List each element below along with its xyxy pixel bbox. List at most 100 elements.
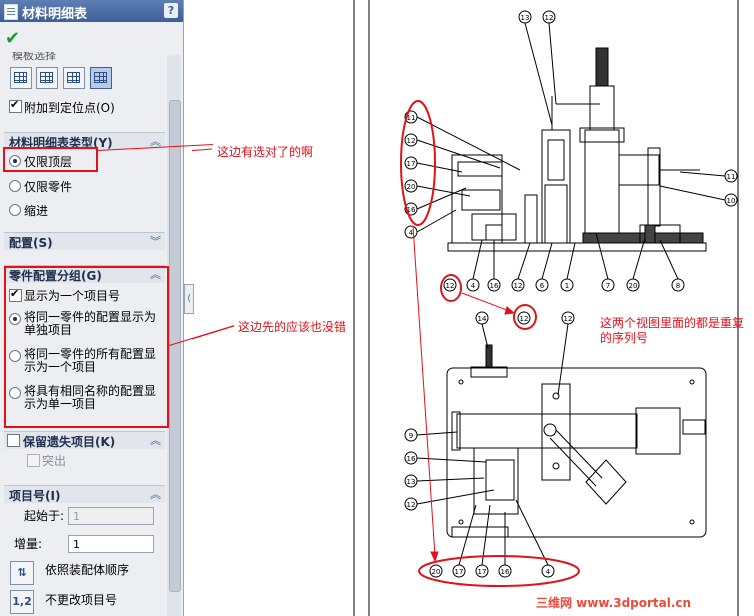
annotation-label-2: 这边先的应该也没错 [238,320,347,334]
bom-property-panel: 材料明细表 ? ✔ 模板选择 ✔ 附加到定位点(O) 材料明细表类型(Y) ︽ … [0,0,184,616]
option-config-same-name: 将具有相同名称的配置显示为单一项目 [24,384,157,411]
balloon: 9 [404,428,418,442]
bom-type-section-header[interactable]: 材料明细表类型(Y) ︽ [4,132,165,150]
configuration-section-header[interactable]: 配置(S) ︾ [4,232,165,250]
highlight-box-part-config [4,266,169,428]
panel-collapse-grip[interactable]: ⟨ [184,284,194,314]
collapse-icon: ︽ [150,434,161,447]
leader-line [517,242,531,280]
top-balloons: 13 12 11 12 17 20 16 4 12 4 16 12 6 1 7 … [404,10,738,292]
balloon: 12 [511,278,525,292]
leader-line [541,242,553,280]
increment-field[interactable]: 1 [68,535,154,553]
leader-line [481,323,489,349]
display-as-one-item-checkbox[interactable]: ✔ [9,287,22,302]
attach-anchor-checkbox[interactable]: ✔ [9,98,22,113]
radio-parts-only[interactable] [9,180,21,192]
start-at-field[interactable]: 1 [68,507,154,525]
strikeout-label: 突出 [42,454,67,468]
svg-text:16: 16 [407,455,416,463]
leader-line [659,239,679,280]
ok-check-button[interactable]: ✔ [5,28,21,49]
leader-line [416,431,458,436]
leader-line [548,22,557,105]
leader-line [515,499,549,566]
option-parts-only: 仅限零件 [24,180,73,194]
table-grid-icon [14,72,27,83]
balloon: 12 [561,311,575,325]
table-template-button-3[interactable] [63,67,85,89]
collapse-icon: ︽ [150,488,161,501]
part-config-section-header[interactable]: 零件配置分组(G) ︽ [4,265,165,283]
radio-config-one-item[interactable] [9,350,21,362]
radio-top-level-only[interactable] [9,155,21,167]
table-grid-icon [94,72,107,83]
plan-view-drawing [446,344,707,538]
svg-text:12: 12 [446,282,455,290]
leader-line [416,477,485,482]
no-change-button[interactable]: 1,2 [10,590,34,614]
leader-line [416,116,521,171]
svg-text:9: 9 [409,432,413,440]
balloon: 12 [404,133,418,147]
leader-line [416,185,471,197]
option-indented: 缩进 [24,204,49,218]
item-number-section-header[interactable]: 项目号(I) ︽ [4,485,165,503]
red-arrows [192,148,516,563]
display-as-one-item-label: 显示为一个项目号 [24,289,121,303]
balloon: 4 [404,225,418,239]
svg-text:12: 12 [514,282,523,290]
svg-text:16: 16 [407,206,416,214]
keep-missing-title: 保留遗失项目(K) [23,435,116,449]
svg-text:8: 8 [676,282,680,290]
svg-text:12: 12 [520,315,529,323]
leader-line [416,187,467,210]
svg-text:20: 20 [407,183,416,191]
svg-text:13: 13 [521,14,530,22]
leader-line [679,171,726,177]
radio-config-separate[interactable] [9,313,21,325]
leader-line [416,209,457,233]
radio-indented[interactable] [9,204,21,216]
option-top-level-only: 仅限顶层 [24,155,73,169]
leader-line [595,232,609,280]
radio-config-same-name[interactable] [9,387,21,399]
assembly-order-button[interactable]: ⇅ [10,561,34,585]
table-template-button-4[interactable] [90,67,112,89]
bom-type-title: 材料明细表类型(Y) [9,136,113,150]
svg-text:17: 17 [455,568,464,576]
balloon: 12 [517,311,531,325]
leader-line [458,504,477,566]
annotation-label-1: 这边有选对了的啊 [217,145,314,159]
panel-scrollbar[interactable] [167,55,181,616]
balloon: 13 [518,10,532,24]
bom-document-icon [4,4,18,20]
table-grid-icon [40,72,53,83]
balloon: 17 [404,156,418,170]
top-view-drawing [447,47,707,252]
svg-text:20: 20 [432,568,441,576]
table-template-button-1[interactable] [10,67,32,89]
leader-line [566,242,576,280]
svg-text:4: 4 [546,568,551,576]
help-button[interactable]: ? [164,3,178,18]
panel-title: 材料明细表 [22,7,88,22]
svg-text:14: 14 [478,315,487,323]
highlight-box-top-level [3,147,98,172]
start-at-label: 起始于: [24,509,65,523]
leader-line [632,237,646,280]
svg-text:10: 10 [727,197,736,205]
svg-text:4: 4 [471,282,476,290]
table-template-button-2[interactable] [36,67,58,89]
keep-missing-section-header[interactable]: 保留遗失项目(K) ︽ [4,431,165,449]
scroll-thumb[interactable] [169,100,181,592]
leader-line [481,504,491,566]
strikeout-checkbox[interactable] [27,454,40,467]
keep-missing-checkbox[interactable] [7,434,20,447]
balloon: 16 [498,564,512,578]
balloon: 10 [724,193,738,207]
balloon: 14 [475,311,489,325]
expand-icon: ︾ [150,235,161,248]
annotation-label-3: 这两个视图里面的都是重复的序列号 [600,316,745,345]
leader-line [472,239,483,280]
